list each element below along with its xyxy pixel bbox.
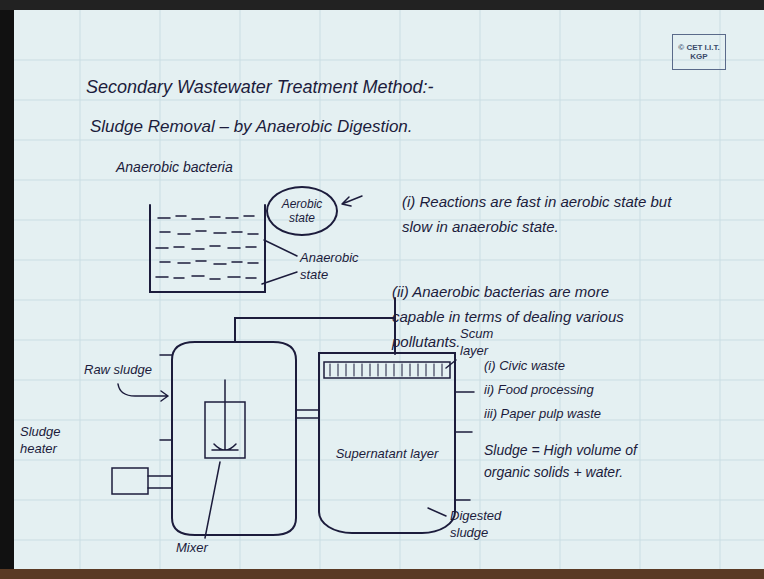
heater-pipe [148, 476, 172, 488]
heater-box [112, 468, 148, 494]
state-ellipse: Aerobic state [266, 186, 338, 236]
subheading: Sludge Removal – by Anaerobic Digestion. [90, 116, 510, 138]
list-item: ii) Food processing [484, 382, 684, 399]
part-label: Scum layer [460, 326, 514, 360]
digester-tank [172, 342, 296, 535]
tank-outline [150, 205, 265, 292]
photo-edge [0, 569, 764, 579]
part-label: Anaerobic state [300, 250, 372, 284]
mixer-symbol [212, 380, 238, 450]
outlet-pipe [456, 392, 474, 500]
note-text: (i) Reactions are fast in aerobic state … [402, 190, 672, 240]
logo-box: © CET I.I.T. KGP [672, 34, 726, 70]
gas-pipe [235, 298, 395, 354]
page-title: Secondary Wastewater Treatment Method:- [86, 76, 433, 99]
liquid-dashes [156, 216, 258, 279]
part-label: Digested sludge [450, 508, 520, 542]
inflow-arrow [118, 384, 168, 401]
node-text: © CET I.I.T. KGP [675, 43, 723, 61]
leader-line [205, 462, 220, 538]
node-text: Supernatant layer [336, 446, 439, 461]
leader-line [264, 240, 297, 256]
part-label: Mixer [176, 540, 236, 557]
digester-tank: Supernatant layer [318, 352, 456, 534]
transfer-pipe [296, 410, 318, 418]
photo-edge [0, 0, 14, 579]
note-text: Sludge = High volume of organic solids +… [484, 440, 664, 483]
list-item: (i) Civic waste [484, 358, 684, 375]
photo-edge [0, 0, 764, 10]
list-item: iii) Paper pulp waste [484, 406, 684, 423]
part-label: Sludge heater [20, 424, 80, 458]
part-label: Raw sludge [84, 362, 174, 379]
leader-line [262, 272, 297, 284]
note-text: Anaerobic bacteria [116, 158, 316, 176]
note-text: (ii) Anaerobic bacterias are more capabl… [392, 280, 654, 354]
scum-layer [324, 362, 450, 378]
leader-line [428, 508, 446, 516]
pointer-arrow [342, 196, 362, 206]
pipe [160, 355, 172, 440]
scum-hatch [330, 364, 442, 376]
node-text: Aerobic state [276, 197, 328, 225]
